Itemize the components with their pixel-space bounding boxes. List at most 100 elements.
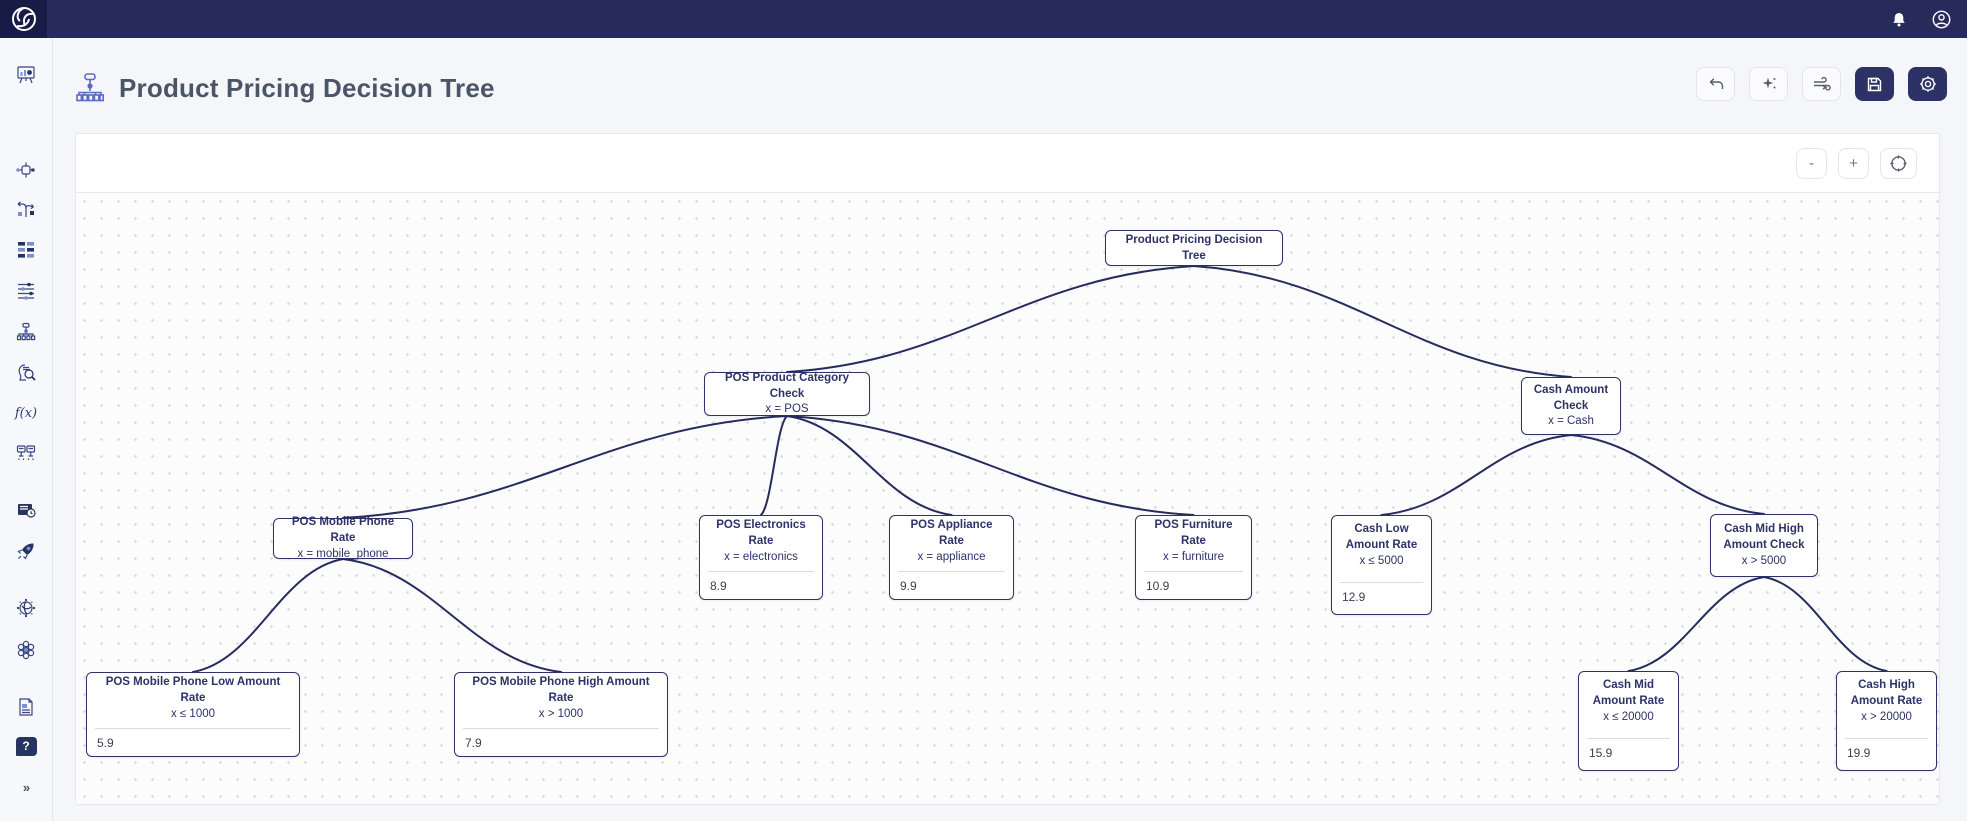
edge [1380, 434, 1572, 516]
edge [192, 558, 344, 673]
cluster-icon[interactable] [13, 636, 39, 662]
top-bar [0, 0, 1967, 38]
zoom-in-button[interactable]: + [1838, 147, 1869, 179]
node-condition: x = appliance [917, 550, 986, 563]
node-divider [1144, 570, 1243, 572]
zoom-out-button[interactable]: - [1796, 147, 1827, 179]
node-value: 15.9 [1589, 746, 1613, 760]
decision-tree-title-icon [76, 73, 105, 102]
data-stack-icon[interactable] [13, 237, 39, 263]
auto-layout-sparkles-button[interactable] [1749, 67, 1788, 101]
node-value: 19.9 [1847, 746, 1871, 760]
node-condition: x = electronics [724, 550, 798, 563]
notifications-bell-icon[interactable] [1889, 9, 1909, 29]
rocket-icon[interactable] [13, 538, 39, 564]
person-search-icon[interactable] [13, 360, 39, 386]
edge [1627, 576, 1765, 672]
workflow-node-icon[interactable] [13, 157, 39, 183]
tree-node-mp_low[interactable]: POS Mobile Phone Low Amount Rate x ≤ 1000… [86, 672, 300, 757]
node-title: Cash Mid Amount Rate [1592, 679, 1665, 707]
settings-gear-button[interactable] [1908, 67, 1947, 101]
user-account-icon[interactable] [1931, 9, 1951, 29]
node-title: Cash High Amount Rate [1850, 679, 1923, 707]
decision-tree-icon[interactable] [13, 319, 39, 345]
node-condition: x ≤ 20000 [1603, 710, 1654, 723]
node-title: POS Furniture Rate [1154, 519, 1233, 548]
node-divider [898, 570, 1005, 572]
simulate-wind-button[interactable] [1802, 67, 1841, 101]
node-value: 8.9 [710, 578, 727, 593]
edge [760, 415, 788, 516]
fit-view-button[interactable] [1880, 147, 1917, 179]
edge [1570, 434, 1765, 515]
tree-node-cash_amount[interactable]: Cash Amount Check x = Cash [1521, 377, 1621, 435]
help-glyph: ? [22, 739, 30, 753]
sidebar-expand-icon[interactable]: » [13, 774, 39, 800]
node-divider [708, 570, 814, 572]
undo-button[interactable] [1696, 67, 1735, 101]
list-stack-icon[interactable] [13, 278, 39, 304]
tree-node-cash_low[interactable]: Cash Low Amount Rate x ≤ 5000 12.9 [1331, 515, 1432, 615]
help-icon[interactable]: ? [13, 733, 39, 759]
tree-node-mp_high[interactable]: POS Mobile Phone High Amount Rate x > 100… [454, 672, 668, 757]
edge [786, 415, 1195, 516]
node-condition: x > 20000 [1861, 710, 1912, 723]
linked-tables-icon[interactable] [13, 440, 39, 466]
node-condition: x ≤ 5000 [1359, 554, 1404, 567]
node-condition: x > 1000 [538, 707, 584, 720]
node-divider [1340, 582, 1423, 583]
tree-node-pos_mobile[interactable]: POS Mobile Phone Rate x = mobile_phone [273, 516, 413, 560]
function-icon[interactable]: f(x) [13, 400, 39, 426]
left-sidebar: f(x) ? » [0, 38, 53, 821]
canvas-toolbar: - + [76, 134, 1939, 193]
node-condition: x ≤ 1000 [170, 707, 216, 720]
function-glyph: f(x) [14, 405, 38, 421]
node-value: 7.9 [465, 735, 482, 750]
brand-logo[interactable] [0, 0, 47, 38]
decision-thumbs-icon[interactable] [13, 197, 39, 223]
node-condition: x = POS [765, 403, 809, 416]
tree-node-cash_midhigh[interactable]: Cash Mid High Amount Check x > 5000 [1710, 514, 1818, 577]
node-divider [1845, 738, 1928, 739]
expand-glyph: » [22, 779, 30, 795]
edges-svg [192, 265, 1888, 673]
node-title: Cash Low Amount Rate [1345, 523, 1418, 551]
node-value: 5.9 [97, 735, 114, 750]
document-icon[interactable] [13, 694, 39, 720]
dashboard-icon[interactable] [13, 62, 39, 88]
edge [1193, 265, 1572, 378]
node-divider [1587, 738, 1670, 739]
node-title: POS Mobile Phone Rate [291, 516, 395, 545]
node-condition: x = mobile_phone [297, 547, 389, 560]
node-value: 9.9 [900, 578, 917, 593]
node-title: POS Product Category Check [725, 371, 849, 400]
node-title: POS Electronics Rate [716, 519, 806, 548]
tree-node-pos_category[interactable]: POS Product Category Check x = POS [704, 372, 870, 416]
node-value: 12.9 [1342, 590, 1366, 604]
tree-node-pos_appliance[interactable]: POS Appliance Rate x = appliance 9.9 [889, 515, 1014, 600]
globe-network-icon[interactable] [13, 595, 39, 621]
edge [342, 558, 562, 673]
node-title: POS Mobile Phone Low Amount Rate [105, 676, 281, 705]
node-condition: x > 5000 [1741, 554, 1787, 567]
edge [786, 415, 953, 516]
node-title: Cash Amount Check [1533, 383, 1609, 412]
tree-node-cash_high[interactable]: Cash High Amount Rate x > 20000 19.9 [1836, 671, 1937, 771]
node-title: POS Appliance Rate [910, 519, 993, 548]
node-title: POS Mobile Phone High Amount Rate [472, 676, 650, 705]
save-button[interactable] [1855, 67, 1894, 101]
node-condition: x = furniture [1162, 550, 1225, 563]
node-divider [95, 727, 291, 729]
node-condition: x = Cash [1548, 415, 1594, 428]
tree-node-pos_electronics[interactable]: POS Electronics Rate x = electronics 8.9 [699, 515, 823, 600]
node-divider [463, 727, 659, 729]
tree-node-root[interactable]: Product Pricing Decision Tree [1105, 230, 1283, 266]
brand-globe-icon [11, 7, 36, 31]
archive-clock-icon[interactable] [13, 497, 39, 523]
fit-view-icon [1890, 155, 1907, 171]
tree-node-cash_mid[interactable]: Cash Mid Amount Rate x ≤ 20000 15.9 [1578, 671, 1679, 771]
node-title: Cash Mid High Amount Check [1723, 523, 1805, 552]
